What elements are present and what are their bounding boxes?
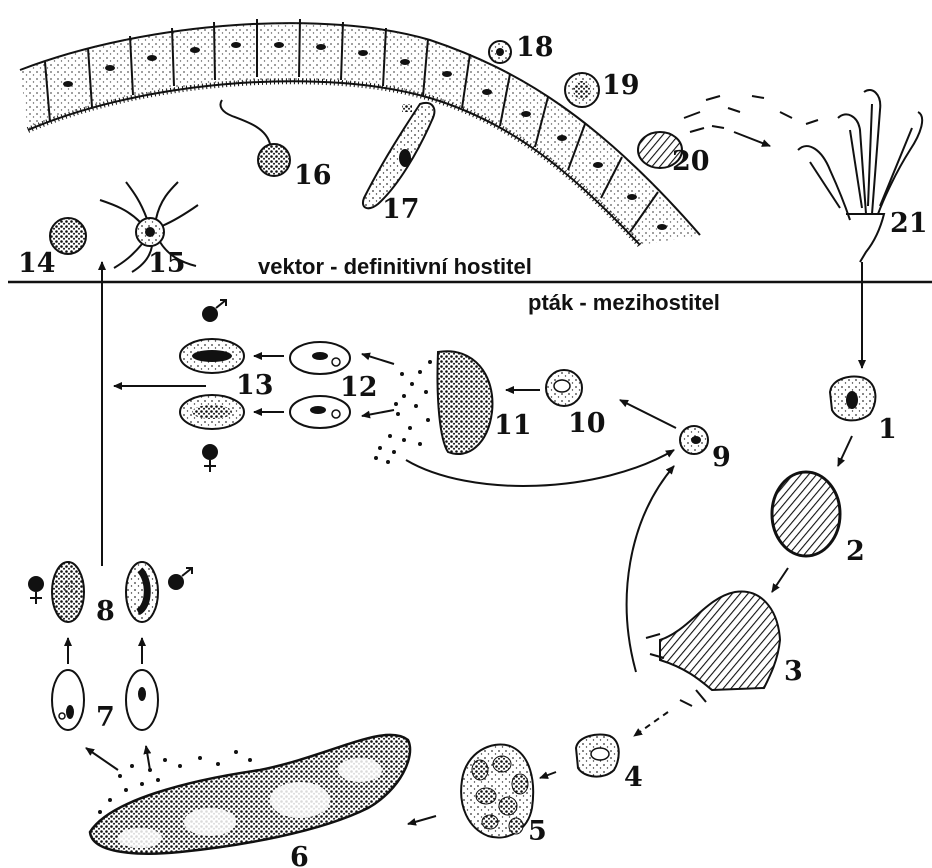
stage-number-5: 5 xyxy=(528,816,547,847)
stage-13-gametocytes-in-erythrocytes xyxy=(180,339,244,429)
stage-number-14: 14 xyxy=(18,248,56,279)
stage-5-second-schizont xyxy=(461,744,533,837)
stage-number-8: 8 xyxy=(96,596,115,627)
stage-10-cell xyxy=(546,370,582,406)
stage-9-merozoite xyxy=(680,426,708,454)
stage-number-20: 20 xyxy=(672,146,710,177)
stage-4-merozoite-in-cell xyxy=(576,735,619,777)
gut-epithelium xyxy=(20,19,700,245)
vector-host-label: vektor - definitivní hostitel xyxy=(258,254,532,279)
stage-number-4: 4 xyxy=(624,762,643,793)
male-symbol-right xyxy=(168,568,192,590)
stage-number-11: 11 xyxy=(494,410,532,441)
stage-18-early-oocyst xyxy=(489,41,511,63)
stage-number-21: 21 xyxy=(890,208,928,239)
stage-3-ruptured-schizont xyxy=(646,591,780,706)
stage-number-3: 3 xyxy=(784,656,803,687)
male-symbol-top xyxy=(202,300,226,322)
stage-number-7: 7 xyxy=(96,702,115,733)
stage-20-mature-oocyst xyxy=(638,96,818,168)
stage-number-15: 15 xyxy=(148,248,186,279)
female-symbol-bottom xyxy=(202,444,218,472)
stage-2-schizont xyxy=(772,472,840,556)
stage-6-megaloschizont xyxy=(90,735,410,854)
stage-number-18: 18 xyxy=(516,32,554,63)
stage-number-10: 10 xyxy=(568,408,606,439)
bird-host-label: pták - mezihostitel xyxy=(528,290,720,315)
stage-number-9: 9 xyxy=(712,442,731,473)
stage-11-schizont-rupture xyxy=(374,351,492,464)
stage-17-ookinete xyxy=(363,103,434,208)
stage-number-13: 13 xyxy=(236,370,274,401)
stage-number-6: 6 xyxy=(290,842,309,868)
stage-number-2: 2 xyxy=(846,536,865,567)
arrow-11-to-9 xyxy=(406,450,674,486)
stage-number-19: 19 xyxy=(602,70,640,101)
stage-1-sporozoite-in-cell xyxy=(830,377,875,421)
stage-number-12: 12 xyxy=(340,372,378,403)
stage-16-zygote xyxy=(220,100,290,176)
stage-19-oocyst xyxy=(565,73,599,107)
host-divider: vektor - definitivní hostitel pták - mez… xyxy=(8,254,932,315)
stage-number-17: 17 xyxy=(382,194,420,225)
stage-number-16: 16 xyxy=(294,160,332,191)
stage-number-1: 1 xyxy=(878,414,897,445)
female-symbol-left xyxy=(28,576,44,604)
